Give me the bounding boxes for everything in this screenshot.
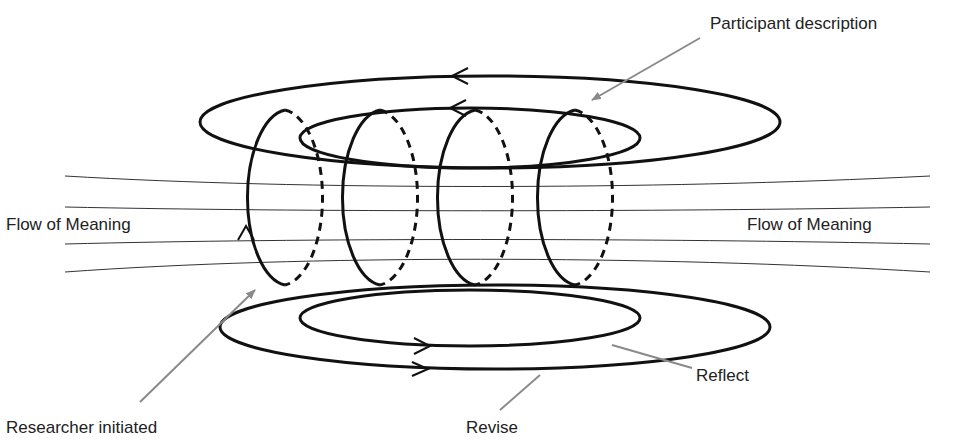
- flow-lines: [65, 176, 930, 272]
- callout-label: Reflect: [694, 366, 751, 386]
- helix-coils: [247, 110, 575, 285]
- callout-label: Participant description: [708, 14, 879, 34]
- leader-lines: [140, 38, 700, 410]
- callout-label: Researcher initiated: [4, 418, 159, 438]
- loop-ellipses: [200, 76, 780, 369]
- direction-arrows: [238, 68, 468, 376]
- flow-label: Flow of Meaning: [745, 215, 874, 235]
- helix-back: [285, 110, 613, 285]
- flow-label: Flow of Meaning: [4, 215, 133, 235]
- callout-label: Revise: [464, 418, 520, 438]
